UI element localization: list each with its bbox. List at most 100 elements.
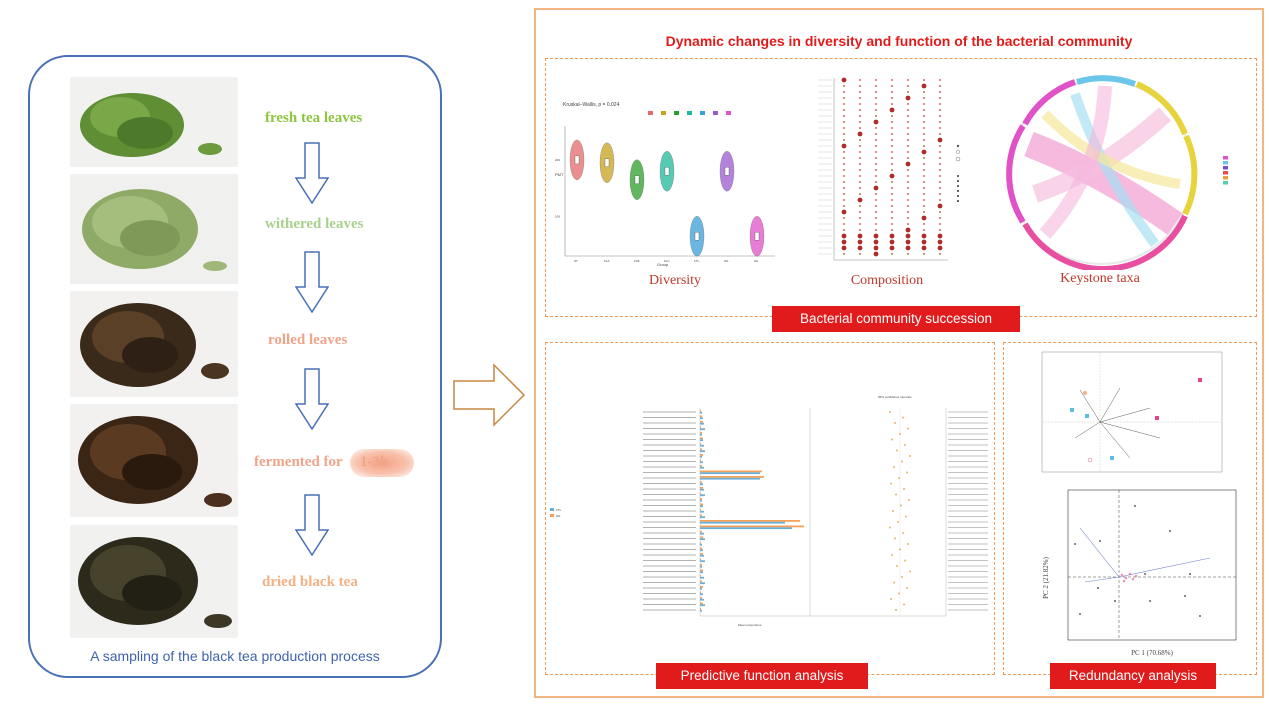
composition-dot <box>891 211 893 213</box>
violin-box <box>754 232 760 241</box>
composition-dot <box>907 85 909 87</box>
composition-dot <box>921 83 927 89</box>
composition-dot <box>923 169 925 171</box>
violin-box <box>634 175 640 184</box>
bar-wl <box>700 558 701 561</box>
ci-point <box>906 587 908 589</box>
violin-xtick: FTL <box>694 259 700 263</box>
composition-dot <box>843 175 845 177</box>
composition-dot <box>923 97 925 99</box>
composition-dot <box>859 193 861 195</box>
composition-dot <box>939 193 941 195</box>
composition-dot <box>907 217 909 219</box>
bar-ftl <box>700 428 705 431</box>
composition-dot <box>875 193 877 195</box>
composition-dot <box>875 103 877 105</box>
ci-point <box>896 449 898 452</box>
ci-point <box>909 570 911 573</box>
composition-dot <box>907 121 909 123</box>
composition-dot <box>859 103 861 105</box>
caption-composition: Composition <box>850 273 924 288</box>
ci-point <box>894 422 896 424</box>
composition-dot <box>907 109 909 111</box>
ci-point <box>895 493 897 496</box>
bar-ftl <box>700 417 703 420</box>
violin-box <box>694 232 700 241</box>
composition-dot <box>859 223 861 225</box>
composition-dot <box>907 115 909 117</box>
down-arrow-icon <box>295 142 329 204</box>
stage-label-rolled: rolled leaves <box>268 332 348 348</box>
bar-ftl <box>700 593 703 596</box>
composition-dot <box>939 253 941 255</box>
keystone-chord-diagram <box>1006 75 1228 270</box>
ci-point <box>891 438 893 441</box>
composition-dot <box>891 79 893 81</box>
composition-dot <box>843 151 845 153</box>
composition-dot <box>939 199 941 201</box>
composition-dot <box>923 205 925 207</box>
composition-dot <box>907 91 909 93</box>
bar-wl <box>700 448 702 451</box>
composition-dot <box>891 187 893 189</box>
predictive-legend: FTL WL <box>550 508 562 518</box>
composition-dot <box>859 115 861 117</box>
ci-point <box>901 460 903 463</box>
composition-dot <box>843 253 845 255</box>
composition-dot <box>841 233 847 239</box>
bar-wl <box>700 498 702 500</box>
stage-label-fresh: fresh tea leaves <box>265 110 363 126</box>
bar-ftl <box>700 609 702 612</box>
bar-wl <box>700 520 800 522</box>
composition-dot <box>841 77 847 83</box>
composition-dot <box>875 199 877 201</box>
composition-dot <box>907 181 909 183</box>
bar-wl <box>700 415 702 418</box>
composition-dot <box>905 95 911 101</box>
composition-dot <box>939 223 941 225</box>
bar-ftl <box>700 565 702 568</box>
composition-dot <box>939 175 941 177</box>
bar-wl <box>700 575 701 577</box>
ci-point <box>906 471 908 474</box>
ci-point <box>898 592 900 595</box>
diversity-xlabel: Group <box>657 262 669 267</box>
ci-point <box>890 482 892 485</box>
bar-ftl <box>700 587 702 590</box>
violin-ytick: 200 <box>555 158 560 162</box>
composition-dot <box>859 121 861 123</box>
composition-dot <box>939 115 941 117</box>
bar-wl <box>700 421 703 423</box>
bar-ftl <box>700 488 704 491</box>
bar-wl <box>700 536 703 539</box>
ci-point <box>905 515 907 518</box>
composition-dot <box>923 187 925 189</box>
composition-legend <box>955 144 961 202</box>
composition-dot <box>859 157 861 159</box>
composition-dot <box>907 139 909 141</box>
composition-dot <box>859 163 861 165</box>
bar-ftl <box>700 598 704 601</box>
composition-dot <box>939 109 941 111</box>
composition-dot <box>907 157 909 159</box>
bar-ftl <box>700 499 702 502</box>
composition-dot <box>889 245 895 251</box>
ci-point <box>909 455 911 457</box>
composition-dot <box>923 253 925 255</box>
violin-box <box>604 158 610 167</box>
composition-dot <box>843 181 845 183</box>
composition-dot <box>891 115 893 117</box>
composition-dot <box>891 253 893 255</box>
composition-dot <box>907 145 909 147</box>
composition-dot <box>857 245 863 251</box>
composition-dot <box>907 175 909 177</box>
ci-point <box>900 504 902 507</box>
composition-dot <box>859 97 861 99</box>
bar-wl <box>700 476 764 478</box>
bar-ftl <box>700 582 705 585</box>
composition-dot <box>923 103 925 105</box>
composition-dot <box>907 205 909 207</box>
bar-wl <box>700 514 702 517</box>
bar-wl <box>700 597 702 599</box>
predictive-title: 95% confidence intervals <box>878 395 912 399</box>
